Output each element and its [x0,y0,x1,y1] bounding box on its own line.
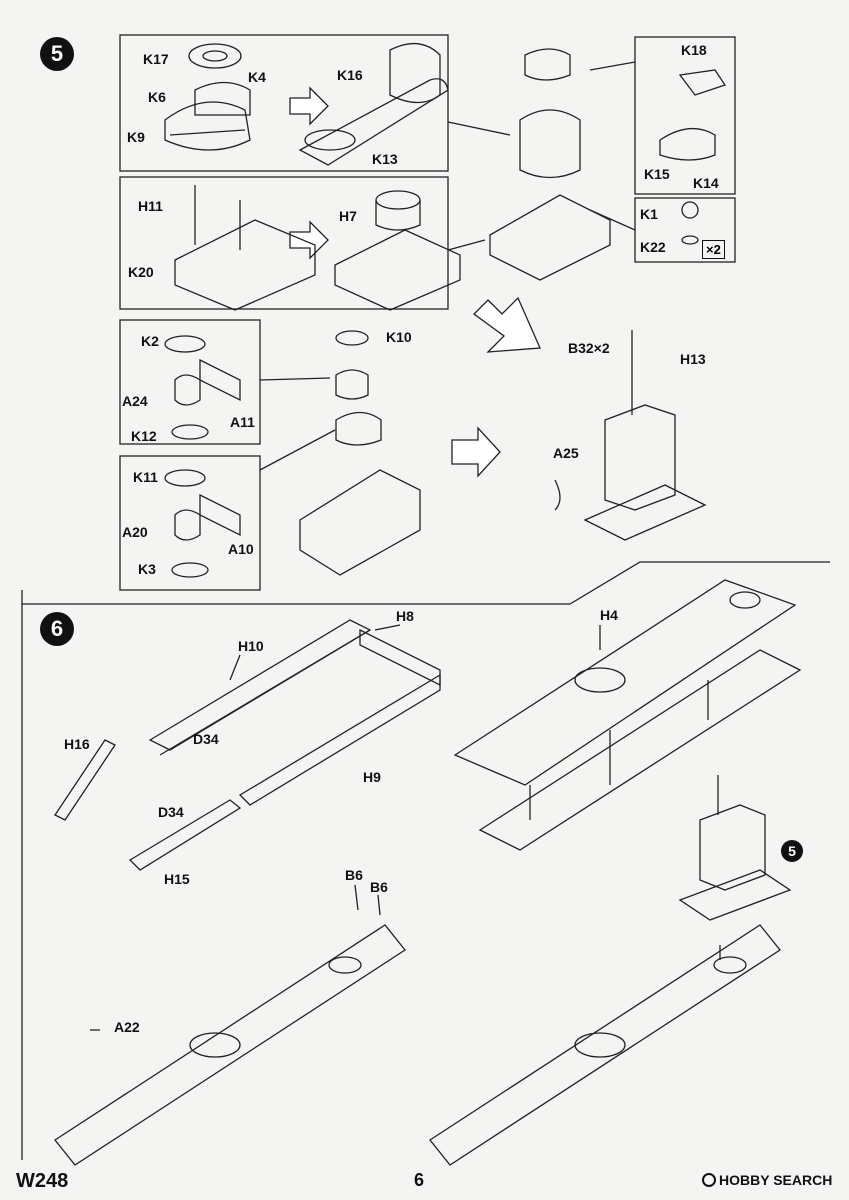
quantity-x2-badge: ×2 [702,240,725,259]
part-label-k17: K17 [143,51,169,67]
box-k18-subassembly [634,36,736,195]
part-label-b32x2: B32×2 [568,340,610,356]
part-label-k1: K1 [640,206,658,222]
part-label-k9: K9 [127,129,145,145]
part-label-k13: K13 [372,151,398,167]
part-label-k12: K12 [131,428,157,444]
box-h-base-subassembly [119,176,449,310]
step-6-number: 6 [40,612,74,646]
part-label-a25: A25 [553,445,579,461]
part-label-k20: K20 [128,264,154,280]
part-label-k18: K18 [681,42,707,58]
part-label-k4: K4 [248,69,266,85]
part-label-h16: H16 [64,736,90,752]
part-label-b6-left: B6 [345,867,363,883]
part-label-h10: H10 [238,638,264,654]
page-number: 6 [414,1170,425,1190]
part-label-k14: K14 [693,175,719,191]
part-label-k11: K11 [133,469,158,485]
part-label-k16: K16 [337,67,363,83]
step-5-number: 5 [40,37,74,71]
part-label-h7: H7 [339,208,357,224]
part-label-k3: K3 [138,561,156,577]
part-label-k22: K22 [640,239,666,255]
part-label-h13: H13 [680,351,706,367]
model-code: W248 [16,1170,69,1192]
watermark-logo-icon [702,1173,716,1187]
part-label-a10: A10 [228,541,254,557]
watermark-text: HOBBY SEARCH [719,1172,833,1188]
part-label-h9: H9 [363,769,381,785]
part-label-k15: K15 [644,166,670,182]
part-label-d34-top: D34 [193,731,219,747]
step-6-ref-step-5: 5 [781,840,803,862]
part-label-a22: A22 [114,1019,140,1035]
box-k11-subassembly [119,455,261,591]
box-k2-subassembly [119,319,261,445]
part-label-b6-right: B6 [370,879,388,895]
box-k-turret-subassembly [119,34,449,172]
part-label-h11: H11 [138,198,163,214]
part-label-a24: A24 [122,393,148,409]
part-label-d34-bottom: D34 [158,804,184,820]
step-divider [21,561,830,605]
part-label-h15: H15 [164,871,190,887]
part-label-a11: A11 [230,414,255,430]
part-label-k2: K2 [141,333,159,349]
part-label-k6: K6 [148,89,166,105]
part-label-k10: K10 [386,329,412,345]
watermark: HOBBY SEARCH [702,1172,832,1188]
part-label-a20: A20 [122,524,148,540]
part-label-h4: H4 [600,607,618,623]
part-label-h8: H8 [396,608,414,624]
